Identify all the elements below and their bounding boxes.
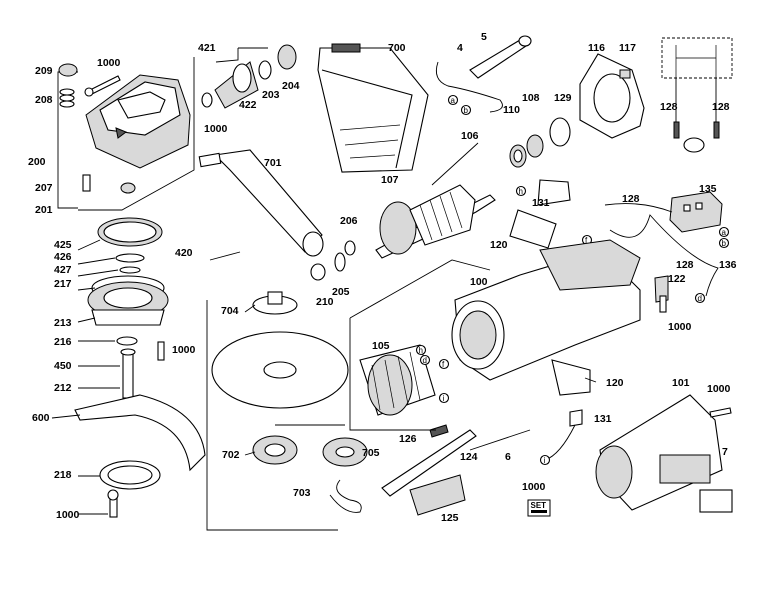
set-badge: SET xyxy=(527,499,551,517)
callout-6: 6 xyxy=(505,451,511,463)
svg-text:h: h xyxy=(419,346,423,355)
callout-135: 135 xyxy=(699,183,717,195)
callout-128b: 128 xyxy=(712,101,730,113)
callout-209: 209 xyxy=(35,65,53,77)
callout-426: 426 xyxy=(54,251,72,263)
grinding-disc-set xyxy=(206,291,368,531)
field-coil: h d f i xyxy=(359,344,450,416)
flange-housing xyxy=(87,275,169,399)
carrying-case xyxy=(317,43,429,173)
svg-text:b: b xyxy=(464,106,469,115)
motor-housing: h xyxy=(451,179,641,381)
callout-1000c: 1000 xyxy=(668,321,692,333)
brush-holders: i xyxy=(539,275,669,466)
callout-4: 4 xyxy=(457,42,463,54)
wiring-schematic xyxy=(661,37,733,153)
callout-206: 206 xyxy=(340,215,358,227)
callout-126: 126 xyxy=(399,433,417,445)
armature xyxy=(375,142,496,259)
callout-200: 200 xyxy=(28,156,46,168)
callout-7: 7 xyxy=(722,446,728,458)
callout-600: 600 xyxy=(32,412,50,424)
callout-421: 421 xyxy=(198,42,216,54)
callout-210: 210 xyxy=(316,296,334,308)
callout-703: 703 xyxy=(293,487,311,499)
callout-213: 213 xyxy=(54,317,72,329)
svg-text:b: b xyxy=(722,239,727,248)
set-badge-label: SET xyxy=(531,501,547,510)
bearing-washers xyxy=(310,240,356,281)
callout-131: 131 xyxy=(532,197,550,209)
pinion-group xyxy=(201,44,297,109)
callout-110: 110 xyxy=(503,104,520,116)
callout-1000g: 1000 xyxy=(56,509,80,521)
brush-cables: a b xyxy=(435,35,532,116)
callout-100: 100 xyxy=(470,276,488,288)
callout-128c: 128 xyxy=(622,193,640,205)
callout-101: 101 xyxy=(672,377,690,389)
lock-lever xyxy=(381,424,477,516)
callout-105: 105 xyxy=(372,340,390,352)
callout-1000: 1000 xyxy=(97,57,121,69)
callout-125: 125 xyxy=(441,512,459,524)
callout-124: 124 xyxy=(460,451,478,463)
callout-205: 205 xyxy=(332,286,350,298)
callout-216: 216 xyxy=(54,336,72,348)
callout-1000e: 1000 xyxy=(707,383,731,395)
callout-116: 116 xyxy=(588,42,605,54)
callout-122: 122 xyxy=(668,273,686,285)
svg-text:f: f xyxy=(585,236,588,245)
callout-labels: 209 1000 208 200 207 201 421 422 1000 20… xyxy=(28,31,737,524)
callout-1000b: 1000 xyxy=(204,123,228,135)
callout-1000f: 1000 xyxy=(522,481,546,493)
callout-422: 422 xyxy=(239,99,257,111)
svg-text:i: i xyxy=(443,394,445,403)
svg-text:h: h xyxy=(519,187,523,196)
callout-218: 218 xyxy=(54,469,72,481)
callout-208: 208 xyxy=(35,94,53,106)
callout-120: 120 xyxy=(490,239,508,251)
svg-text:f: f xyxy=(442,360,445,369)
callout-450: 450 xyxy=(54,360,72,372)
bearings xyxy=(509,53,645,168)
callout-117: 117 xyxy=(619,42,636,54)
callout-108: 108 xyxy=(522,92,540,104)
callout-700: 700 xyxy=(388,42,406,54)
svg-text:a: a xyxy=(451,96,456,105)
rear-cover xyxy=(595,394,733,513)
callout-207: 207 xyxy=(35,182,53,194)
callout-120b: 120 xyxy=(606,377,624,389)
callout-702: 702 xyxy=(222,449,240,461)
callout-705: 705 xyxy=(362,447,380,459)
callout-128d: 128 xyxy=(676,259,694,271)
callout-427: 427 xyxy=(54,264,72,276)
svg-text:i: i xyxy=(544,456,546,465)
callout-204: 204 xyxy=(282,80,300,92)
svg-text:d: d xyxy=(423,356,427,365)
svg-text:d: d xyxy=(698,294,702,303)
callout-131b: 131 xyxy=(594,413,612,425)
callout-203: 203 xyxy=(262,89,280,101)
callout-106: 106 xyxy=(461,130,479,142)
callout-1000d: 1000 xyxy=(172,344,196,356)
callout-217: 217 xyxy=(54,278,72,290)
callout-5: 5 xyxy=(481,31,487,43)
callout-136: 136 xyxy=(719,259,737,271)
svg-text:a: a xyxy=(722,228,727,237)
leader-lines xyxy=(51,71,597,515)
callout-212: 212 xyxy=(54,382,72,394)
gear-housing-group xyxy=(57,57,195,274)
callout-128a: 128 xyxy=(660,101,678,113)
callout-201: 201 xyxy=(35,204,53,216)
callout-701: 701 xyxy=(264,157,282,169)
wheel-guard xyxy=(74,394,206,518)
switch-block: a b f d xyxy=(581,191,730,304)
callout-420: 420 xyxy=(175,247,193,259)
callout-107: 107 xyxy=(381,174,399,186)
side-handle xyxy=(198,149,324,257)
callout-704: 704 xyxy=(221,305,239,317)
callout-129: 129 xyxy=(554,92,572,104)
callout-425: 425 xyxy=(54,239,72,251)
